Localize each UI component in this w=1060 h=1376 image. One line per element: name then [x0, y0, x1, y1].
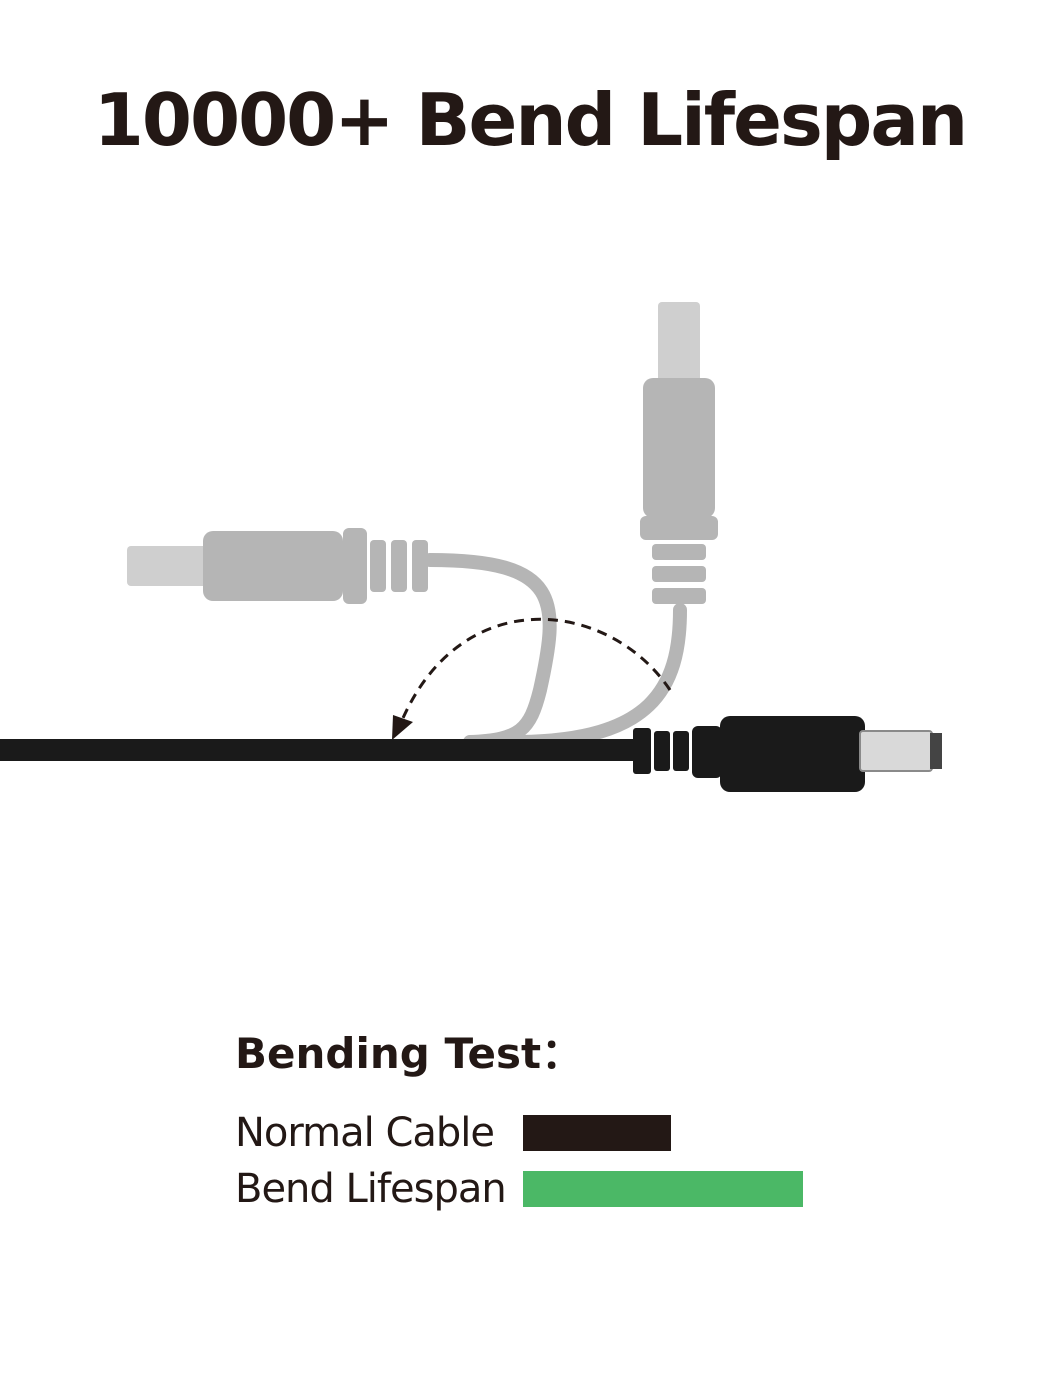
legend-item-bend-lifespan: Bend Lifespan: [235, 1161, 803, 1217]
legend-label-normal-cable: Normal Cable: [235, 1110, 495, 1156]
legend: Bending Test： Normal Cable Bend Lifespan: [235, 1020, 803, 1217]
dc-barrel-cable-bend-test-icon: [0, 302, 942, 792]
legend-title: Bending Test：: [235, 1029, 584, 1078]
legend-label-bend-lifespan: Bend Lifespan: [235, 1166, 507, 1212]
legend-item-normal-cable: Normal Cable: [235, 1105, 803, 1161]
ghost-cables: [127, 302, 718, 749]
page-title: 10000+ Bend Lifespan: [93, 78, 968, 162]
main-cable: [0, 716, 942, 792]
bend-arrow: [398, 617, 672, 726]
legend-bar-bend-lifespan: [523, 1171, 803, 1207]
legend-bar-normal-cable: [523, 1115, 671, 1151]
